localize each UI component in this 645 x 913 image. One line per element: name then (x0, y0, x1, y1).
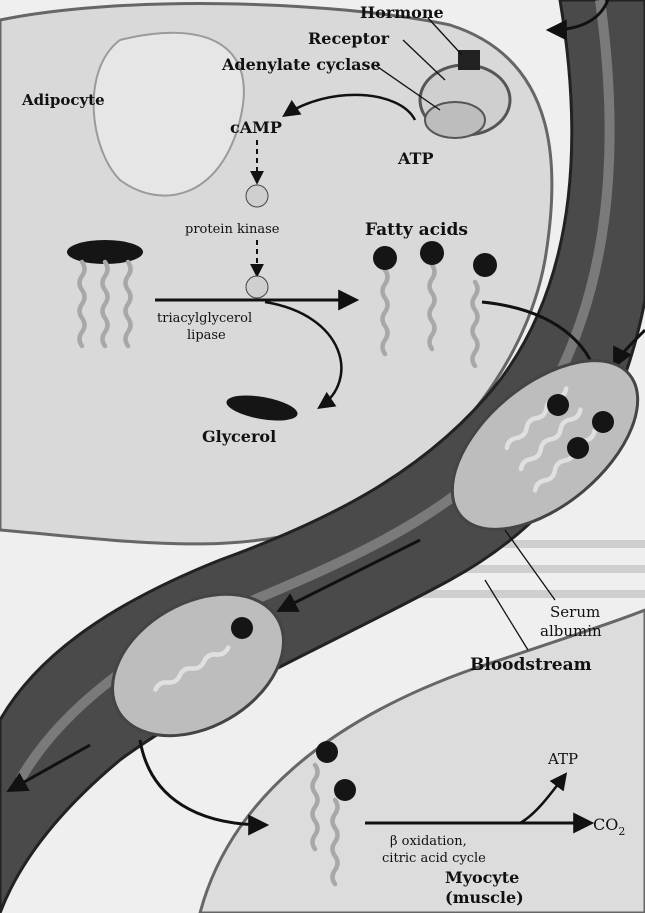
beta-oxidation-label: β oxidation, (390, 834, 467, 849)
atp-top-label: ATP (397, 149, 433, 168)
myocyte-label: Myocyte (445, 868, 519, 887)
glycerol-label: Glycerol (202, 427, 276, 446)
atp-bottom-label: ATP (547, 750, 578, 768)
albumin-label: albumin (540, 622, 602, 640)
citric-acid-cycle-label: citric acid cycle (382, 851, 486, 866)
protein-kinase-icon (246, 185, 268, 207)
protein-kinase-label: protein kinase (185, 222, 280, 237)
muscle-label: (muscle) (445, 888, 524, 907)
lipase-icon (246, 276, 268, 298)
serum-label: Serum (550, 603, 600, 621)
fatty-acids-label: Fatty acids (365, 220, 468, 240)
hormone-icon (458, 50, 480, 70)
lipase-label-line1: triacylglycerol (157, 311, 252, 326)
camp-label: cAMP (230, 118, 282, 137)
adenylate-cyclase-label: Adenylate cyclase (221, 55, 381, 74)
bloodstream-label: Bloodstream (470, 655, 592, 675)
receptor-label: Receptor (308, 29, 390, 48)
hormone-label: Hormone (360, 3, 444, 22)
lipase-label-line2: lipase (187, 328, 226, 343)
uptake-arrow (140, 740, 265, 825)
adipocyte-label: Adipocyte (21, 91, 105, 109)
